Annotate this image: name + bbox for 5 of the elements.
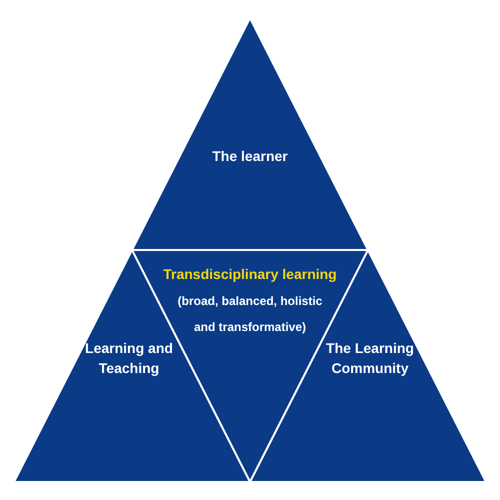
segment-label: The learner [211,147,289,166]
segment-label: The Learning Community [325,339,415,378]
segment-label: Learning and Teaching [84,339,174,378]
segment-heading: Transdisciplinary learning [162,265,338,284]
segment-description: (broad, balanced, holistic and transformative) [176,293,324,336]
